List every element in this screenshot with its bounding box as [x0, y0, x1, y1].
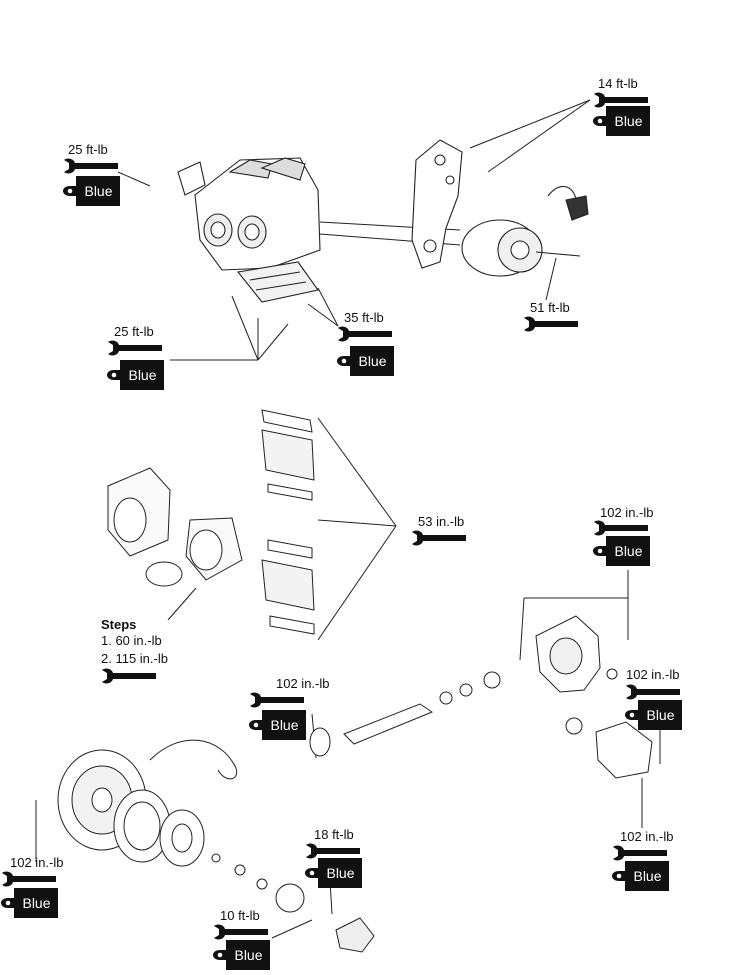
loctite-label: Blue — [128, 367, 157, 383]
threadlocker-tag-icon: Blue — [0, 888, 58, 918]
torque-value: 53 in.-lb — [418, 514, 465, 529]
torque-wrench-icon — [212, 924, 270, 940]
torque-wrench-icon — [522, 316, 580, 332]
loctite-label: Blue — [646, 707, 675, 723]
torque-value: 102 in.-lb — [10, 855, 64, 870]
loctite-label: Blue — [234, 947, 263, 963]
torque-value: 25 ft-lb — [68, 142, 108, 157]
threadlocker-tag-icon: Blue — [106, 360, 164, 390]
torque-wrench-icon — [592, 520, 650, 536]
loctite-label: Blue — [84, 183, 113, 199]
torque-value: 102 in.-lb — [620, 829, 674, 844]
torque-value: 10 ft-lb — [220, 908, 260, 923]
loctite-label: Blue — [326, 865, 355, 881]
torque-wrench-icon — [100, 668, 158, 684]
torque-wrench-icon — [248, 692, 306, 708]
torque-value: 102 in.-lb — [626, 667, 680, 682]
threadlocker-tag-icon: Blue — [592, 536, 650, 566]
step-2: 2. 115 in.-lb — [101, 651, 168, 666]
step-1: 1. 60 in.-lb — [101, 633, 162, 648]
threadlocker-tag-icon: Blue — [62, 176, 120, 206]
torque-wrench-icon — [106, 340, 164, 356]
torque-value: 102 in.-lb — [276, 676, 330, 691]
torque-value: 35 ft-lb — [344, 310, 384, 325]
loctite-label: Blue — [22, 895, 51, 911]
threadlocker-tag-icon: Blue — [336, 346, 394, 376]
torque-wrench-icon — [624, 684, 682, 700]
torque-wrench-icon — [611, 845, 669, 861]
torque-wrench-icon — [0, 871, 58, 887]
threadlocker-tag-icon: Blue — [212, 940, 270, 970]
threadlocker-tag-icon: Blue — [611, 861, 669, 891]
torque-value: 102 in.-lb — [600, 505, 654, 520]
torque-value: 25 ft-lb — [114, 324, 154, 339]
loctite-label: Blue — [614, 543, 643, 559]
torque-wrench-icon — [304, 843, 362, 859]
torque-value: 51 ft-lb — [530, 300, 570, 315]
torque-wrench-icon — [410, 530, 468, 546]
threadlocker-tag-icon: Blue — [304, 858, 362, 888]
loctite-label: Blue — [358, 353, 387, 369]
torque-value: 18 ft-lb — [314, 827, 354, 842]
threadlocker-tag-icon: Blue — [248, 710, 306, 740]
loctite-label: Blue — [633, 868, 662, 884]
torque-value: 14 ft-lb — [598, 76, 638, 91]
loctite-label: Blue — [614, 113, 643, 129]
threadlocker-tag-icon: Blue — [592, 106, 650, 136]
threadlocker-tag-icon: Blue — [624, 700, 682, 730]
steps-title: Steps — [101, 617, 137, 632]
torque-wrench-icon — [336, 326, 394, 342]
loctite-label: Blue — [270, 717, 299, 733]
torque-wrench-icon — [62, 158, 120, 174]
